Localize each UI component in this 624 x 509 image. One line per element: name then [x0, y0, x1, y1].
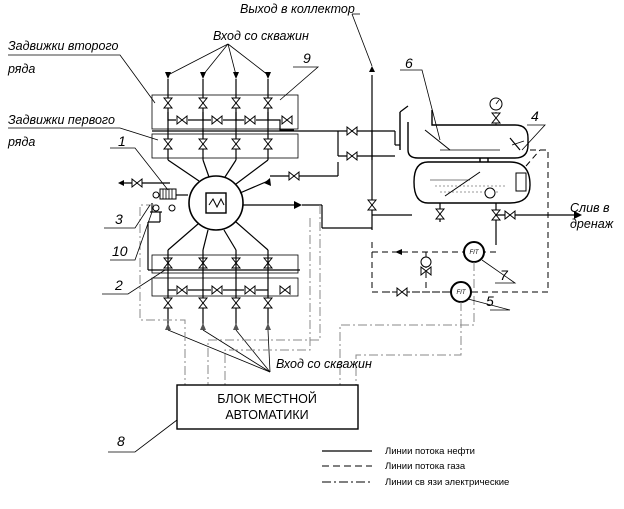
label-first-row-1: Задвижки первого — [8, 113, 115, 127]
first-row-valves — [151, 133, 299, 159]
item-number-7: 7 — [500, 267, 509, 283]
item-number-5: 5 — [486, 293, 494, 309]
legend-label-electric: Линии св язи электрические — [385, 477, 509, 488]
fit-upper-label: FIT — [470, 250, 480, 256]
label-collector-outlet: Выход в коллектор — [240, 2, 355, 16]
drive-mechanism — [147, 188, 188, 270]
item-number-2: 2 — [114, 277, 123, 293]
second-row-valves — [151, 94, 299, 131]
label-drain-2: дренаж — [570, 217, 615, 231]
label-inlet-top: Вход со скважин — [213, 29, 309, 43]
item-number-6: 6 — [405, 55, 413, 71]
item-number-1: 1 — [118, 133, 126, 149]
automation-block: БЛОК МЕСТНОЙ АВТОМАТИКИ — [176, 384, 359, 430]
top-inlet-lines — [165, 43, 271, 160]
item-number-9: 9 — [303, 50, 311, 66]
caption-labels: Выход в коллектор Вход со скважин Задвиж… — [7, 2, 615, 371]
automation-title-line2: АВТОМАТИКИ — [225, 408, 308, 422]
legend: Линии потока нефти Линии потока газа Лин… — [322, 446, 509, 488]
item-numbers: 1 2 3 4 5 6 7 8 9 10 — [112, 50, 539, 449]
electrical-links — [139, 204, 475, 385]
label-drain-1: Слив в — [570, 201, 610, 215]
flow-meter-lower: FIT — [450, 281, 472, 303]
label-second-row-1: Задвижки второго — [8, 39, 118, 53]
label-second-row-2: ряда — [7, 62, 35, 76]
label-inlet-bottom: Вход со скважин — [276, 357, 372, 371]
item-number-8: 8 — [117, 433, 125, 449]
distributor-manifold — [118, 159, 372, 251]
item-number-4: 4 — [531, 108, 539, 124]
item-number-3: 3 — [115, 211, 123, 227]
separator-vessel — [395, 97, 582, 245]
bottom-valve-rows — [148, 250, 300, 373]
legend-label-oil: Линии потока нефти — [385, 446, 475, 457]
collector-outlet-pipe — [351, 13, 412, 230]
legend-label-gas: Линии потока газа — [385, 461, 466, 472]
upper-collector-pipe — [152, 126, 396, 161]
automation-title-line1: БЛОК МЕСТНОЙ — [217, 391, 317, 406]
item-number-10: 10 — [112, 243, 128, 259]
flow-meter-upper: FIT — [463, 241, 485, 263]
fit-lower-label: FIT — [457, 290, 467, 296]
leader-lines — [8, 54, 546, 453]
label-first-row-2: ряда — [7, 135, 35, 149]
